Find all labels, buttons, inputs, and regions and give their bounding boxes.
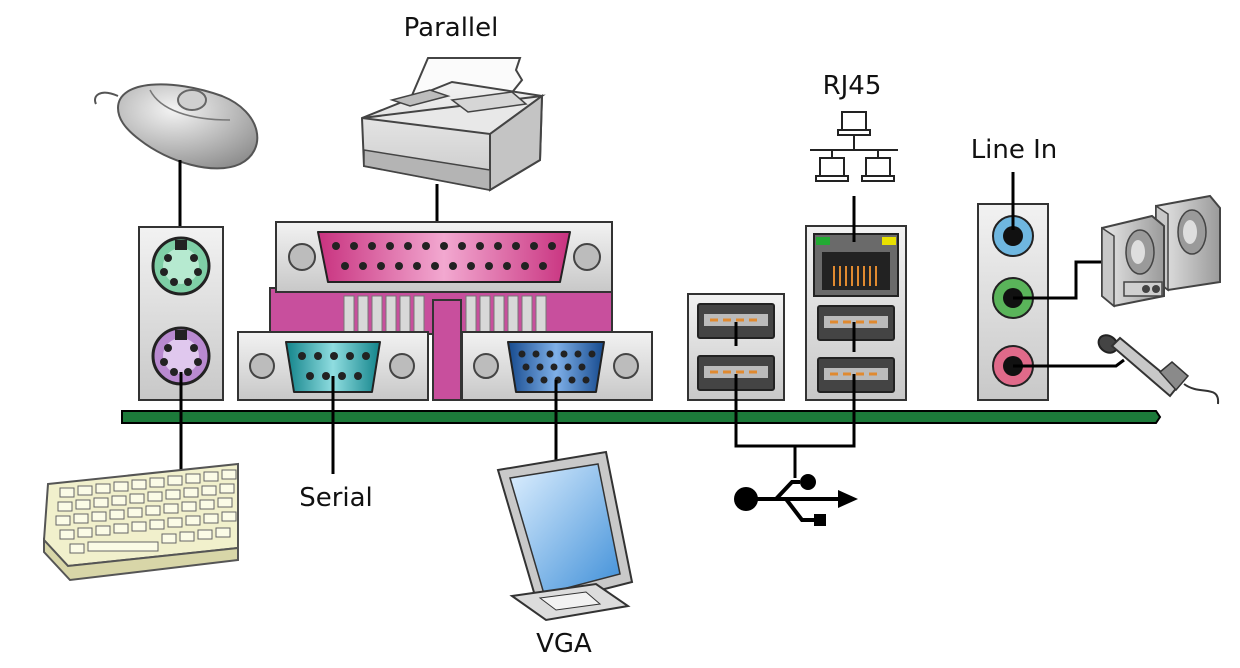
usb-port <box>697 303 775 339</box>
parallel-port-block <box>269 221 613 401</box>
parallel-pins <box>332 242 556 270</box>
rj45-port <box>813 233 899 297</box>
serial-label: Serial <box>299 483 373 513</box>
usb-port-stack <box>687 293 785 401</box>
network-icon <box>810 111 898 182</box>
mouse-icon <box>94 83 259 170</box>
ps2-mouse-port <box>151 236 211 296</box>
printer-icon <box>360 57 546 192</box>
rj45-label: RJ45 <box>823 71 882 101</box>
speakers-icon <box>1101 194 1221 308</box>
usb-port <box>817 357 895 393</box>
usb-wiring <box>734 322 856 478</box>
line-in-label: Line In <box>971 135 1058 165</box>
usb-port <box>817 305 895 341</box>
usb-icon <box>734 474 858 526</box>
audio-port-panel <box>977 203 1049 401</box>
keyboard-icon <box>42 462 239 582</box>
motherboard-edge <box>121 410 1162 424</box>
vga-label: VGA <box>536 629 592 659</box>
lan-usb-stack <box>805 225 907 401</box>
usb-port <box>697 355 775 391</box>
microphone-icon <box>1097 334 1220 405</box>
parallel-label: Parallel <box>404 13 499 43</box>
monitor-icon <box>496 450 634 622</box>
